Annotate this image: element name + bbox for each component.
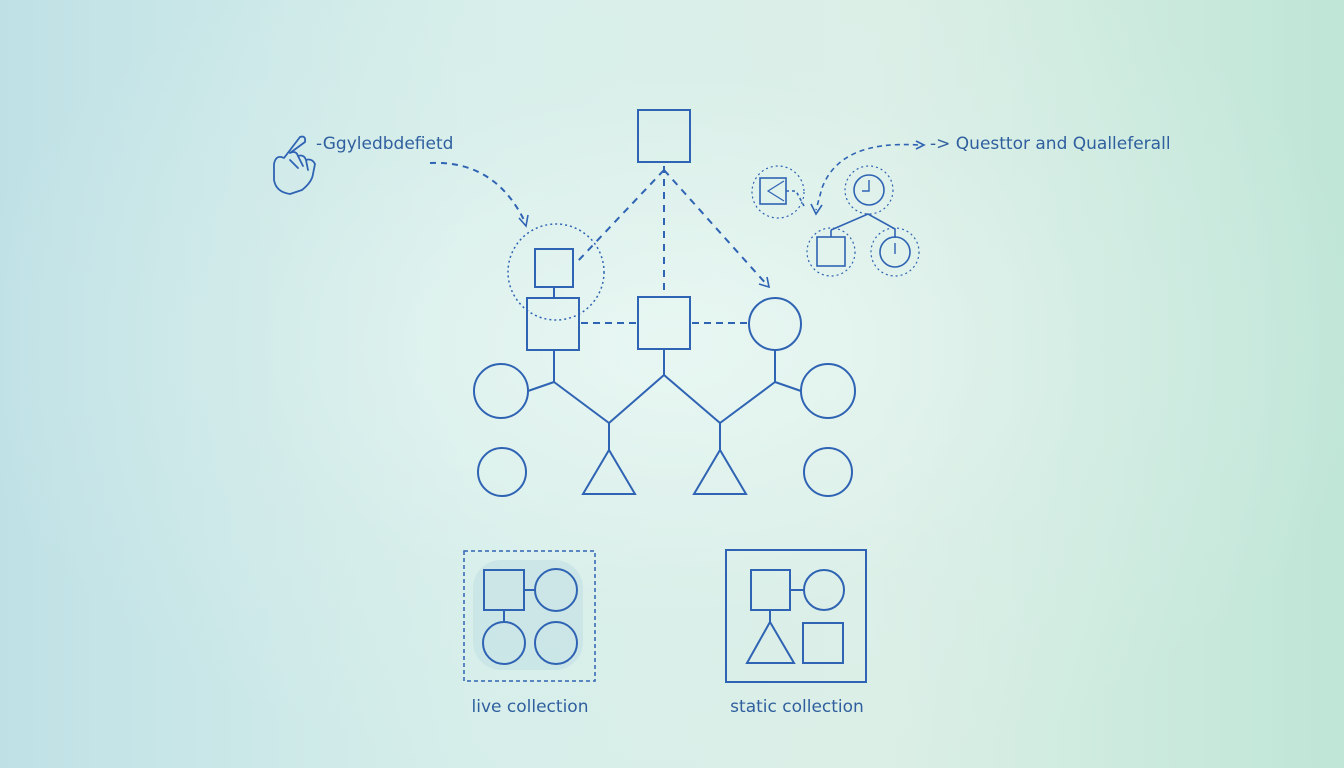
top-right-label: -> Questtor and Qualleferall: [930, 134, 1171, 154]
right-circle-node: [748, 297, 802, 351]
leaf-circle-right-lower: [803, 447, 853, 497]
center-square-node: [637, 296, 691, 350]
mini-diagram: [751, 140, 926, 277]
leaf-triangle-left: [581, 448, 637, 495]
live-collection-label: live collection: [471, 697, 589, 717]
leaf-triangle-right: [692, 448, 748, 495]
left-square-node: [526, 297, 580, 351]
leaf-circle-right-upper: [800, 363, 856, 419]
highlight-ring: [507, 223, 605, 321]
static-collection-label: static collection: [730, 697, 864, 717]
root-edge-left: [576, 169, 665, 263]
pointing-hand-icon: [273, 135, 316, 195]
root-node: [637, 109, 691, 163]
leaf-circle-left-lower: [477, 447, 527, 497]
static-collection: [725, 549, 867, 683]
pointer-arrow: [429, 161, 526, 223]
tree-edges: [527, 349, 802, 450]
pointer-label: -Ggyledbdefietd: [316, 134, 454, 154]
leaf-circle-left-upper: [473, 363, 529, 419]
small-square-node: [534, 248, 574, 288]
live-collection: [463, 550, 596, 682]
